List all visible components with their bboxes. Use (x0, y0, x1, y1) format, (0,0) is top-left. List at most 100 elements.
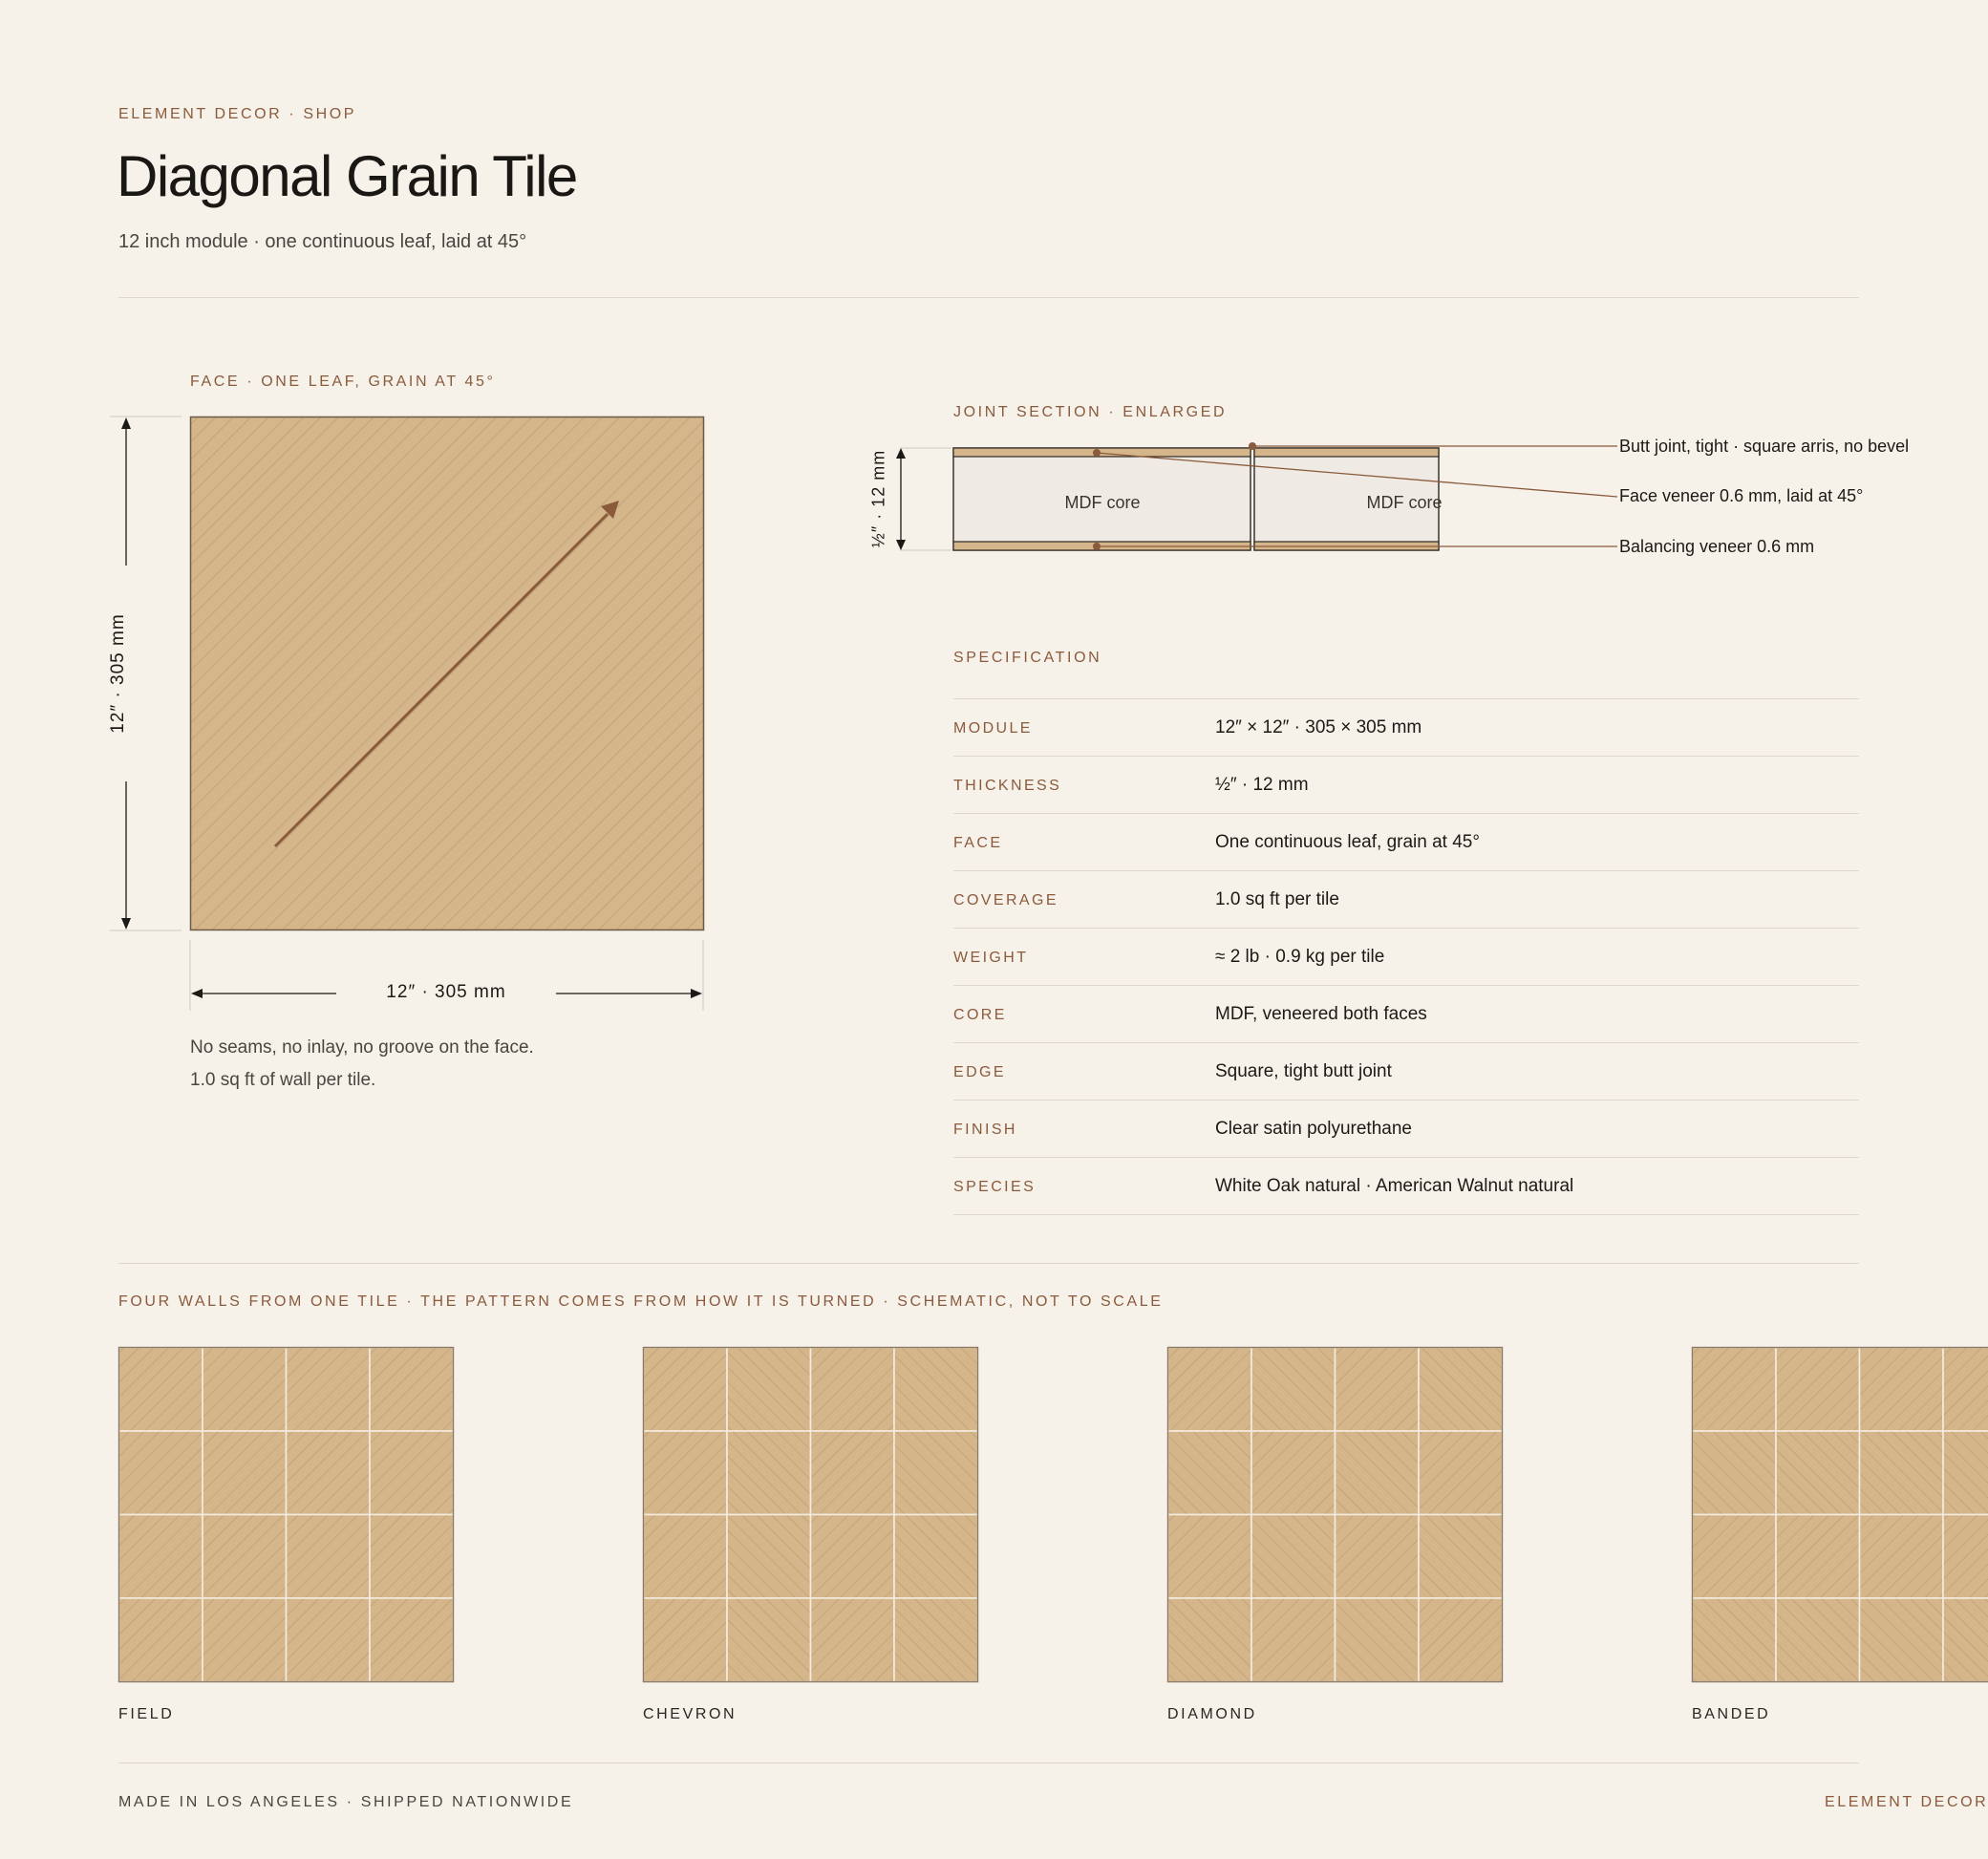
tile (1251, 1597, 1336, 1683)
pattern-swatch-diamond (1166, 1346, 1504, 1683)
spec-key: SPECIES (953, 1179, 1037, 1195)
spec-row-coverage: COVERAGE 1.0 sq ft per tile (953, 871, 1859, 929)
tile (118, 1597, 203, 1683)
pattern-swatch-banded (1691, 1346, 1988, 1683)
spec-key: CORE (953, 1007, 1007, 1023)
tile (285, 1513, 371, 1599)
pattern-label-banded: BANDED (1692, 1706, 1771, 1722)
spec-key: FACE (953, 835, 1003, 851)
tile (1691, 1430, 1777, 1516)
tile (285, 1430, 371, 1516)
tile (1334, 1430, 1420, 1516)
callout-butt-joint: Butt joint, tight · square arris, no bev… (1619, 437, 1910, 456)
spec-key: THICKNESS (953, 778, 1062, 794)
tile (1775, 1430, 1861, 1516)
tile (1858, 1513, 1944, 1599)
board-right (1253, 447, 1440, 551)
spec-value: One continuous leaf, grain at 45° (1215, 832, 1480, 852)
spec-value: Square, tight butt joint (1215, 1061, 1392, 1081)
width-dim-label: 12″ · 305 mm (386, 982, 506, 1002)
spec-value: ½″ · 12 mm (1215, 775, 1309, 795)
spec-row-edge: EDGE Square, tight butt joint (953, 1043, 1859, 1100)
tile (1166, 1513, 1252, 1599)
tile (369, 1430, 455, 1516)
pattern-label-diamond: DIAMOND (1167, 1706, 1257, 1722)
callout-balancing-veneer: Balancing veneer 0.6 mm (1619, 537, 1815, 556)
height-dim-label: 12″ · 305 mm (108, 613, 128, 734)
spec-value: White Oak natural · American Walnut natu… (1215, 1176, 1574, 1196)
tile (893, 1430, 979, 1516)
spec-row-thickness: THICKNESS ½″ · 12 mm (953, 757, 1859, 814)
grain-direction-arrow (273, 512, 609, 848)
tile (202, 1346, 288, 1432)
section-label: JOINT SECTION · ENLARGED (953, 404, 1228, 420)
tile (285, 1346, 371, 1432)
swatch-border (118, 1346, 455, 1683)
tile (893, 1513, 979, 1599)
footer-left: MADE IN LOS ANGELES · SHIPPED NATIONWIDE (118, 1794, 574, 1810)
tile (118, 1346, 203, 1432)
tile (1775, 1513, 1861, 1599)
spec-key: COVERAGE (953, 892, 1058, 908)
tile (809, 1513, 895, 1599)
core-label-left: MDF core (1064, 493, 1141, 512)
face-note-2: 1.0 sq ft of wall per tile. (190, 1070, 376, 1090)
tile (1858, 1346, 1944, 1432)
spec-row-weight: WEIGHT ≈ 2 lb · 0.9 kg per tile (953, 929, 1859, 986)
tile (118, 1430, 203, 1516)
spec-key: FINISH (953, 1122, 1017, 1138)
tile (726, 1597, 812, 1683)
tile (369, 1597, 455, 1683)
tile (726, 1430, 812, 1516)
tile (1251, 1430, 1336, 1516)
spec-key: EDGE (953, 1064, 1006, 1080)
pattern-swatch-field (118, 1346, 455, 1683)
pattern-swatch-chevron (642, 1346, 979, 1683)
spec-value: MDF, veneered both faces (1215, 1004, 1427, 1024)
tile (1942, 1346, 1988, 1432)
spec-label: SPECIFICATION (953, 650, 1102, 666)
spec-value: ≈ 2 lb · 0.9 kg per tile (1215, 947, 1385, 967)
patterns-divider (118, 1263, 1859, 1264)
breadcrumb[interactable]: ELEMENT DECOR · SHOP (118, 106, 357, 122)
swatch-border (642, 1346, 979, 1683)
footer-right-clip: ELEMENT DECOR (1825, 1792, 1986, 1815)
tile (1334, 1597, 1420, 1683)
tile (726, 1346, 812, 1432)
tile (1942, 1597, 1988, 1683)
pattern-swatches (118, 1346, 1988, 1683)
spec-value: 1.0 sq ft per tile (1215, 889, 1339, 909)
tile (642, 1597, 728, 1683)
tile (202, 1513, 288, 1599)
tile (1691, 1513, 1777, 1599)
spec-row-core: CORE MDF, veneered both faces (953, 986, 1859, 1043)
tile (1166, 1346, 1252, 1432)
spec-key: MODULE (953, 720, 1033, 737)
tile (1858, 1430, 1944, 1516)
tile (369, 1346, 455, 1432)
tile (1691, 1346, 1777, 1432)
tile (642, 1430, 728, 1516)
spec-row-species: SPECIES White Oak natural · American Waln… (953, 1158, 1859, 1215)
patterns-label: FOUR WALLS FROM ONE TILE · THE PATTERN C… (118, 1293, 1164, 1310)
pattern-label-chevron: CHEVRON (643, 1706, 737, 1722)
tile (1418, 1513, 1504, 1599)
tile (285, 1597, 371, 1683)
tile (1942, 1513, 1988, 1599)
tile (893, 1346, 979, 1432)
tile (1775, 1597, 1861, 1683)
swatch-border (1691, 1346, 1988, 1683)
page-subtitle: 12 inch module · one continuous leaf, la… (118, 231, 527, 252)
tile (893, 1597, 979, 1683)
swatch-border (1166, 1346, 1504, 1683)
tile (1418, 1430, 1504, 1516)
spec-key: WEIGHT (953, 950, 1029, 966)
tile (1775, 1346, 1861, 1432)
footer-right: ELEMENT DECOR (1825, 1794, 1988, 1810)
tile (1418, 1346, 1504, 1432)
tile (202, 1430, 288, 1516)
tile (1166, 1597, 1252, 1683)
